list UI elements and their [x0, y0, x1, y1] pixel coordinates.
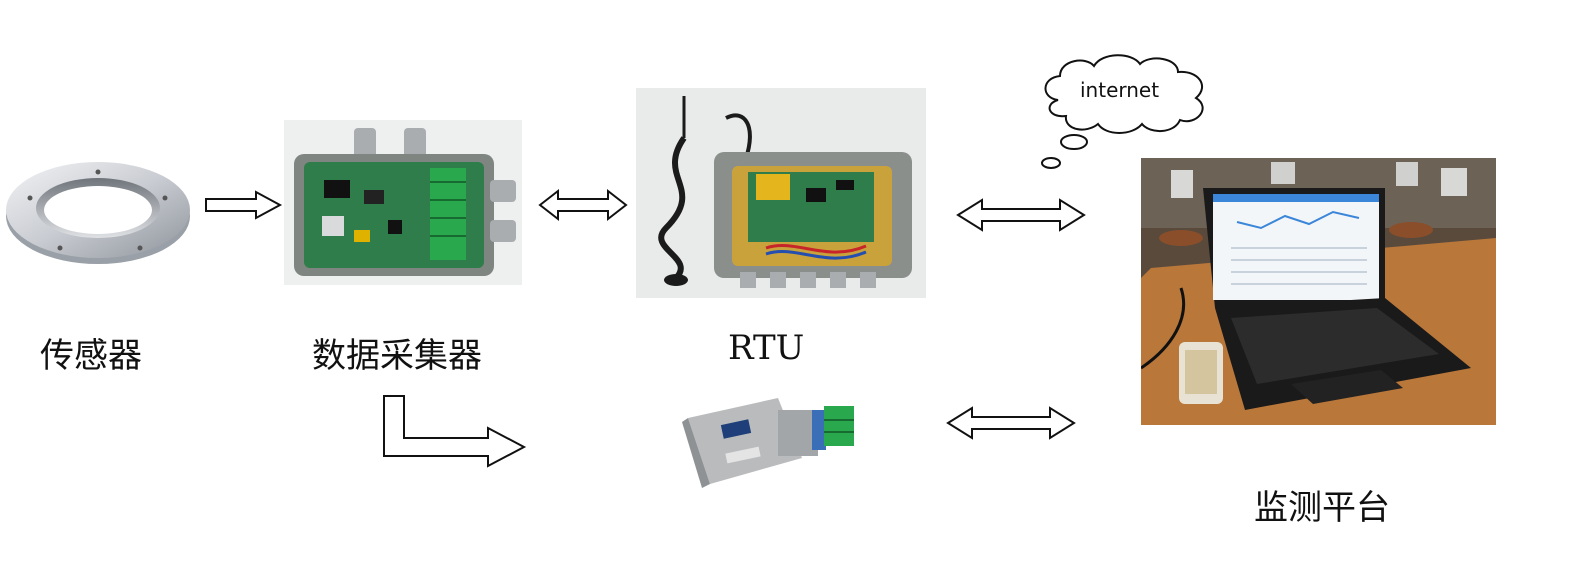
- rs485-converter-photo: [682, 392, 867, 492]
- label-rtu: RTU: [728, 328, 805, 368]
- arrow-sensor-to-collector: [204, 190, 284, 220]
- cloud-icon: [1036, 50, 1216, 175]
- arrow-collector-to-converter: [380, 392, 530, 468]
- sensor-ring-photo: [0, 150, 195, 270]
- cloud-label: internet: [1080, 78, 1160, 102]
- label-platform: 监测平台: [1254, 488, 1390, 528]
- arrow-rtu-platform: [956, 197, 1086, 233]
- laptop-photo: [1141, 158, 1496, 425]
- rtu-photo: [636, 88, 926, 298]
- label-sensor: 传感器: [40, 336, 142, 376]
- label-collector: 数据采集器: [312, 336, 482, 376]
- arrow-converter-platform: [946, 405, 1076, 441]
- arrow-collector-rtu: [538, 188, 628, 222]
- data-collector-photo: [284, 120, 522, 285]
